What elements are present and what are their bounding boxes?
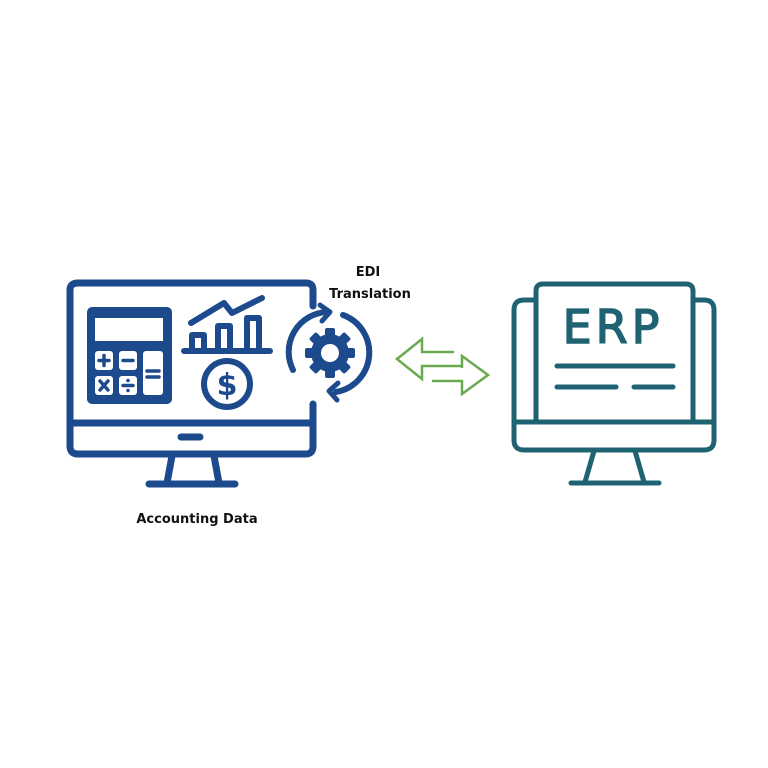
svg-text:$: $ — [217, 368, 238, 403]
accounting-computer-icon — [66, 279, 317, 488]
dollar-coin-icon: $ — [201, 358, 253, 410]
calculator-icon — [87, 307, 172, 404]
bar-chart-icon — [181, 295, 273, 354]
accounting-data-label: Accounting Data — [136, 512, 258, 527]
edi-label-line2: Translation — [329, 287, 411, 302]
gear-sync-icon — [285, 302, 373, 403]
erp-screen-text: ERP — [563, 300, 664, 354]
edi-label-line1: EDI — [355, 265, 381, 280]
exchange-arrows-icon — [394, 336, 491, 397]
erp-computer-icon — [511, 281, 717, 486]
